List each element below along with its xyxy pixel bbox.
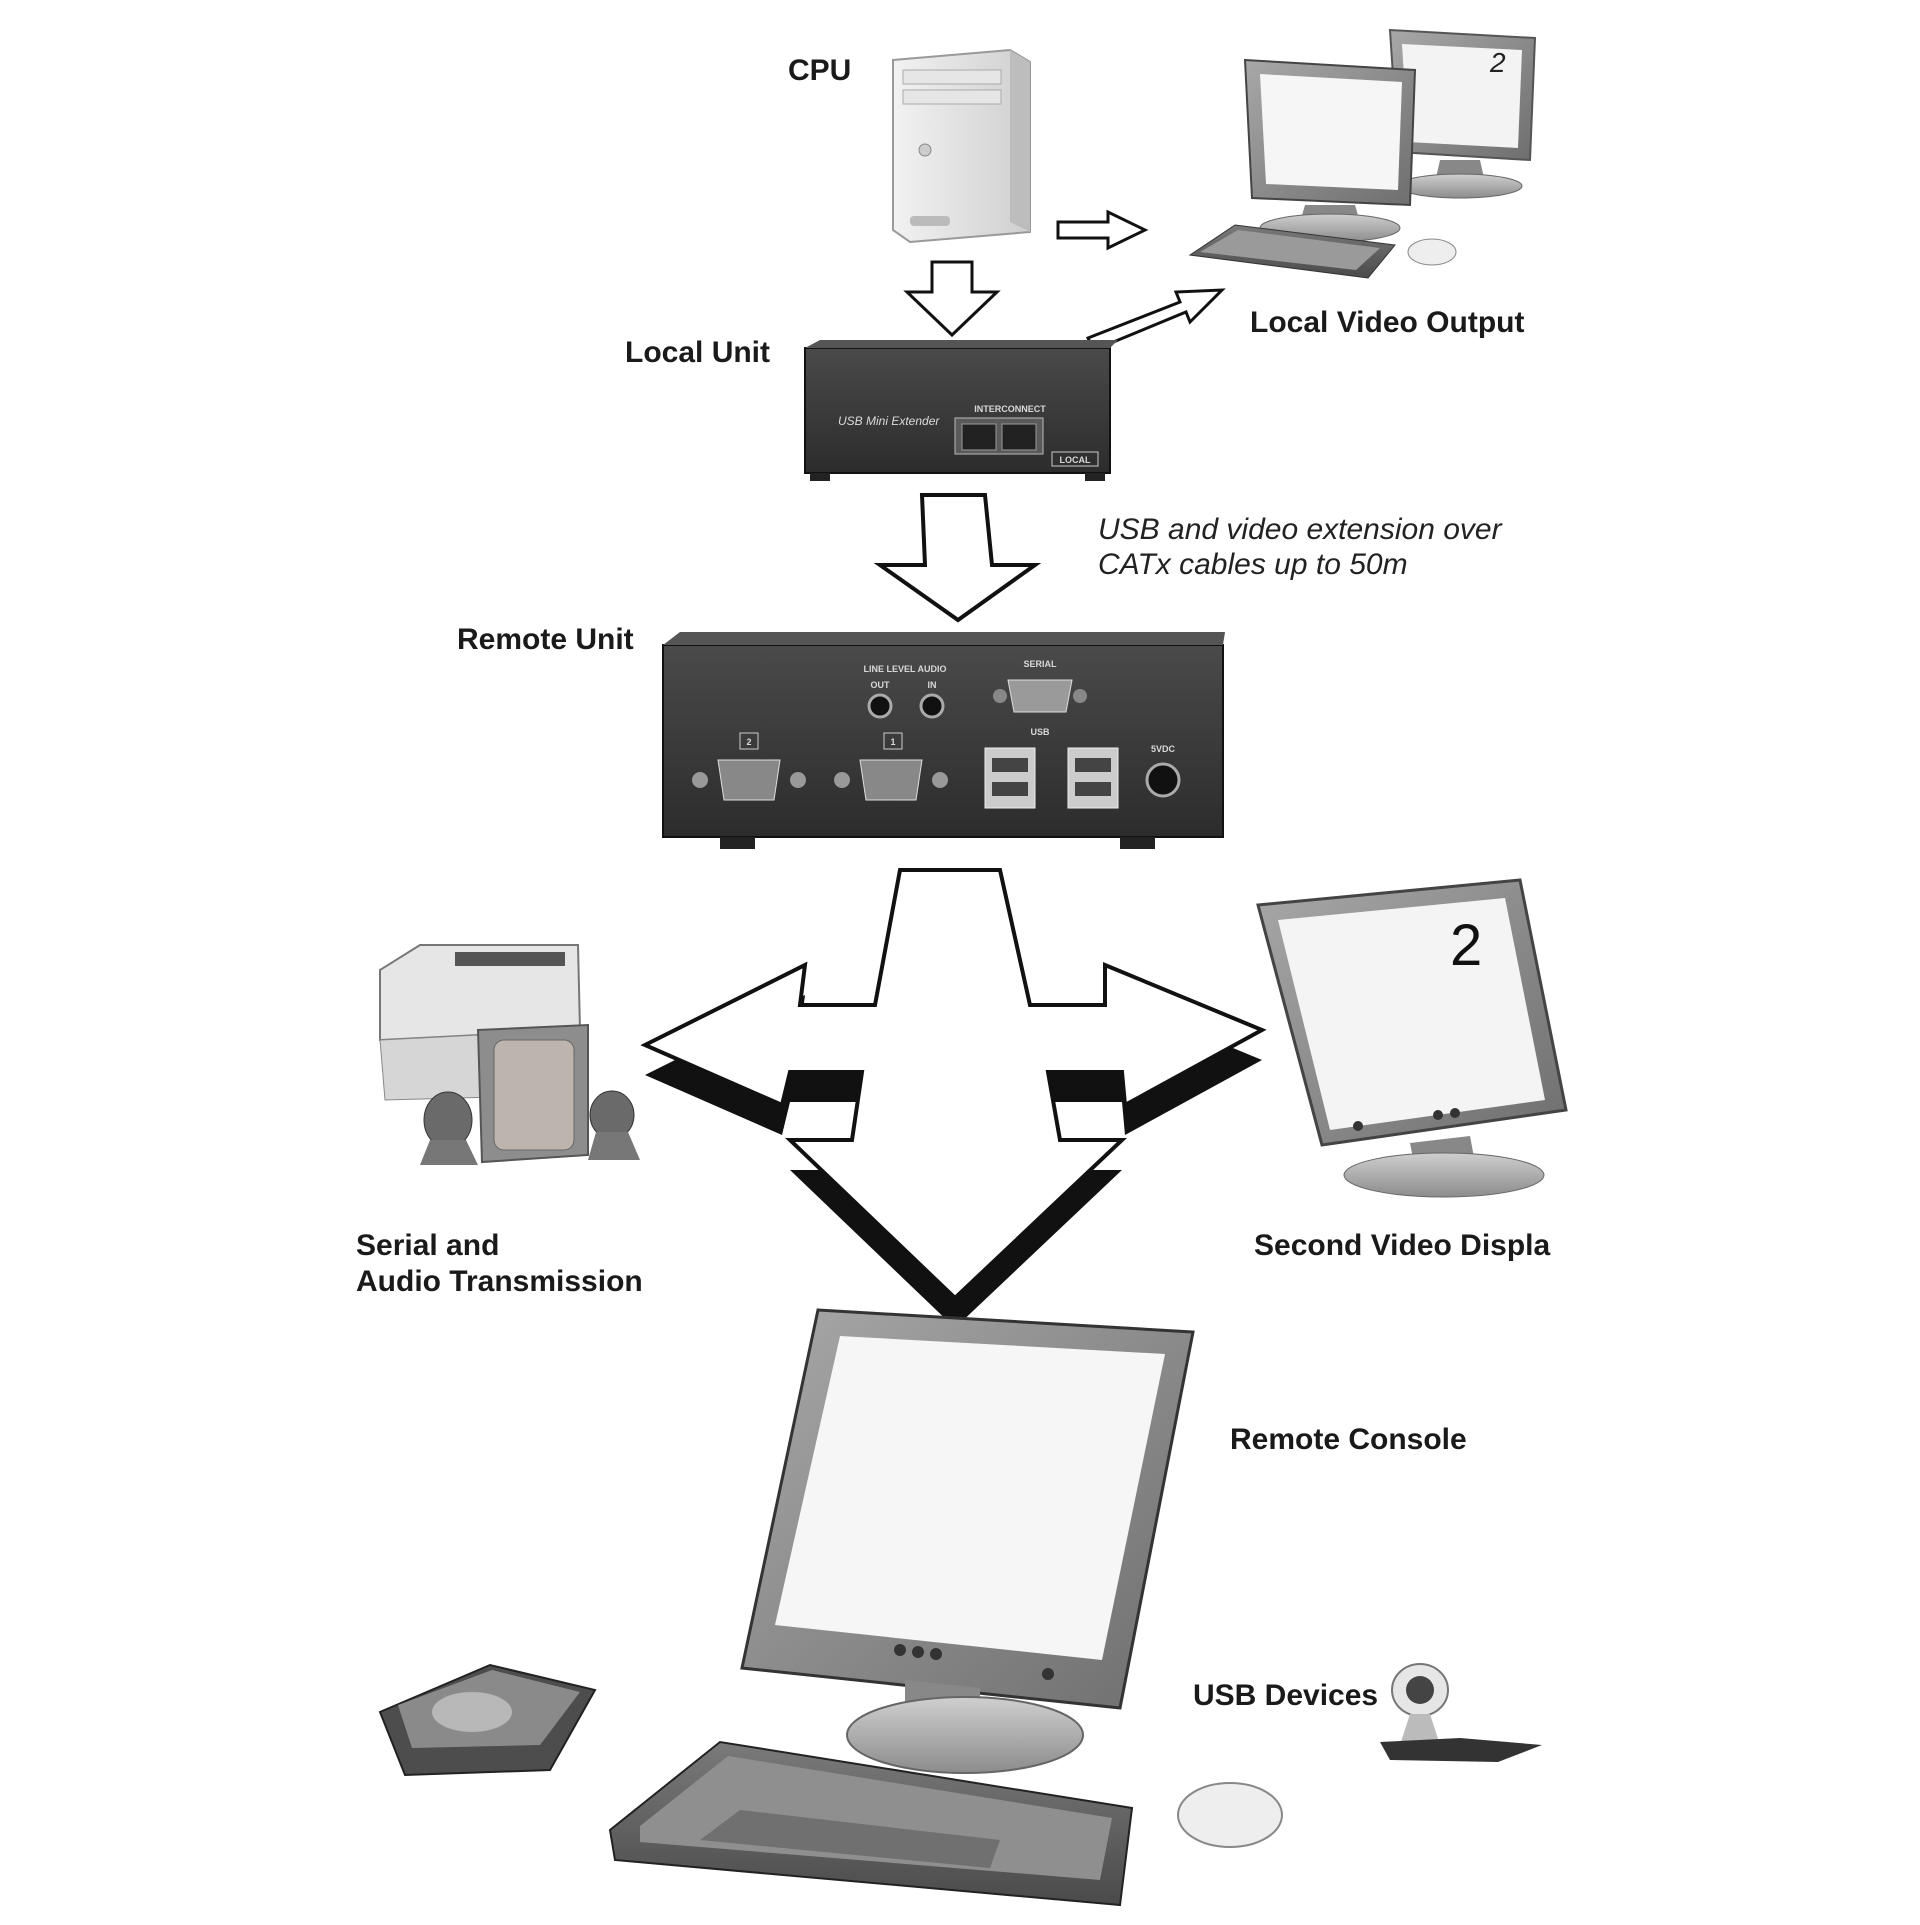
serial-audio-label-line2: Audio Transmission	[356, 1265, 643, 1298]
arrow-cpu-to-local-video	[1056, 209, 1149, 251]
monitor-2-number-large: 2	[1450, 913, 1482, 978]
arrow-cpu-to-local-unit	[903, 260, 1001, 338]
local-badge: LOCAL	[1060, 455, 1091, 465]
cpu-label: CPU	[788, 54, 852, 87]
interconnect-label: INTERCONNECT	[974, 404, 1046, 414]
second-video-display-label: Second Video Displa	[1254, 1229, 1551, 1262]
remote-keyboard-icon	[608, 1740, 1134, 1907]
serial-audio-label: Serial and Audio Transmission	[356, 1228, 643, 1300]
extension-note: USB and video extension over CATx cables…	[1098, 512, 1502, 583]
line-level-audio-label: LINE LEVEL AUDIO	[863, 664, 946, 674]
local-unit-model-text: USB Mini Extender	[838, 414, 940, 428]
local-video-output-icon: 2	[1188, 28, 1537, 279]
second-video-display-icon: 2	[1256, 878, 1568, 1198]
remote-console-monitor-icon	[740, 1308, 1195, 1774]
remote-console-label: Remote Console	[1230, 1423, 1467, 1456]
serial-audio-label-line1: Serial and	[356, 1229, 500, 1262]
local-unit-label: Local Unit	[625, 336, 771, 369]
serial-label: SERIAL	[1023, 659, 1057, 669]
vga-port-2-label: 2	[746, 737, 751, 747]
power-label: 5VDC	[1151, 744, 1176, 754]
usb-label: USB	[1030, 727, 1050, 737]
cpu-tower-icon	[892, 48, 1031, 244]
extension-note-line1: USB and video extension over	[1098, 513, 1502, 546]
arrow-remote-unit-distribution	[640, 868, 1267, 1328]
remote-unit-label: Remote Unit	[457, 623, 634, 656]
monitor-2-number-small: 2	[1489, 47, 1506, 78]
remote-mouse-icon	[1177, 1782, 1283, 1848]
remote-unit-device: LINE LEVEL AUDIO OUT IN SERIAL USB 5VDC …	[662, 632, 1225, 849]
extension-note-line2: CATx cables up to 50m	[1098, 548, 1408, 582]
vga-port-1-label: 1	[890, 737, 895, 747]
local-video-output-label: Local Video Output	[1250, 306, 1525, 339]
audio-out-label: OUT	[871, 680, 891, 690]
usb-devices-label: USB Devices	[1193, 1679, 1379, 1712]
audio-in-label: IN	[928, 680, 937, 690]
arrow-local-to-remote-unit	[873, 493, 1042, 623]
printer-and-speakers-icon	[379, 944, 640, 1165]
external-drive-icon	[378, 1663, 597, 1777]
local-unit-device: USB Mini Extender INTERCONNECT LOCAL	[804, 340, 1118, 481]
webcam-icon	[1380, 1663, 1542, 1762]
